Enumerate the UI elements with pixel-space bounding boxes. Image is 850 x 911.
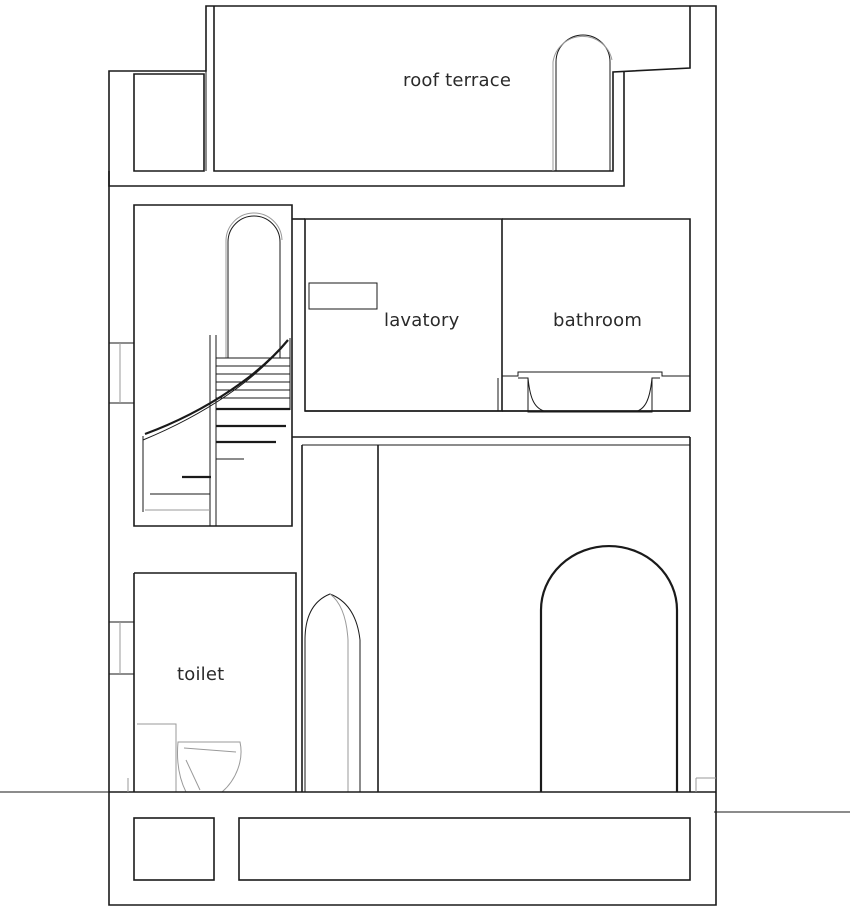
room-label-toilet: toilet [177,664,225,685]
middle-floor-slab [292,218,690,438]
roof-terrace-space [133,6,691,172]
hall-arch [539,544,679,792]
ground-floor-slab [109,777,716,793]
stair-arch [225,212,283,358]
bathtub [497,377,660,413]
toilet-fixture [137,723,242,793]
ground-floor-corridor [301,437,691,792]
upper-floor-slab [108,72,625,527]
toilet-room [133,572,297,792]
room-label-lavatory: lavatory [384,310,460,331]
roof-terrace-arch [552,34,613,171]
spiral-staircase [142,335,291,526]
room-label-roof-terrace: roof terrace [403,70,512,91]
foundation-voids [133,817,691,881]
corridor-arch [304,593,361,792]
room-label-bathroom: bathroom [553,310,643,331]
left-wall-openings [109,342,134,675]
outer-wall [108,5,717,906]
